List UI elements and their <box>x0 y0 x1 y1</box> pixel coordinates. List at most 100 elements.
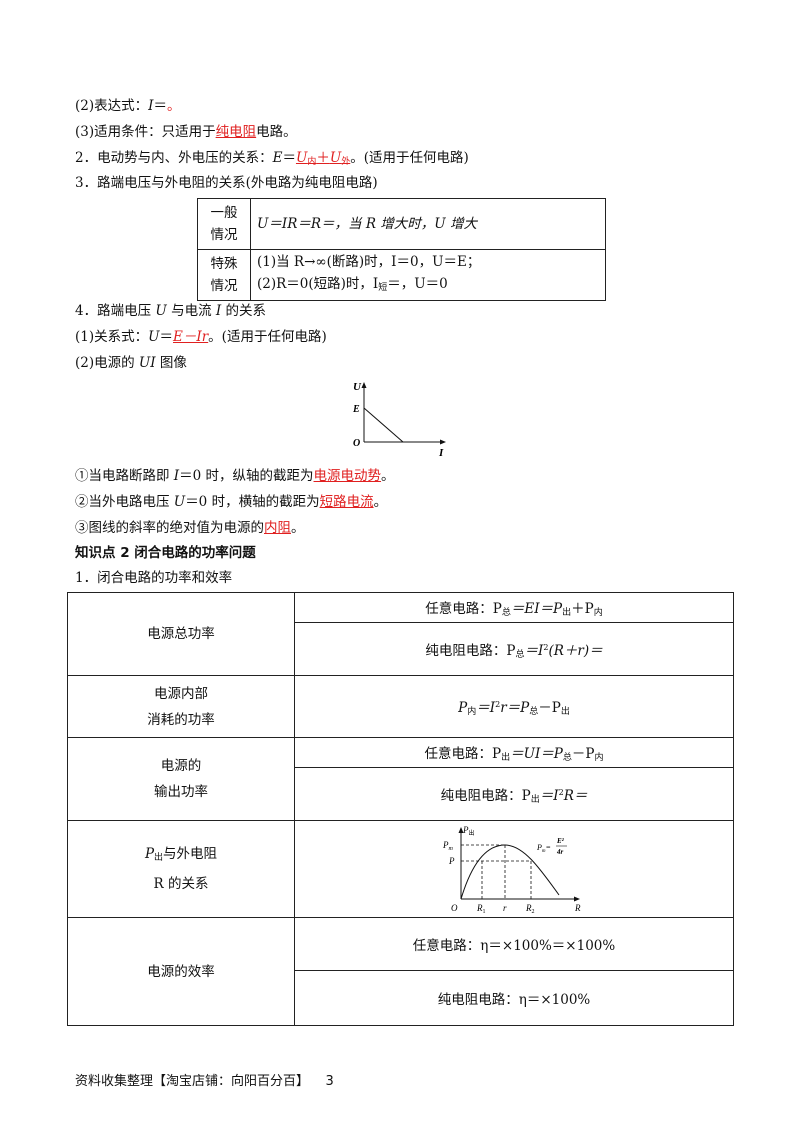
sub: 总 <box>515 649 525 660</box>
r1-label: R1 <box>476 903 486 915</box>
text: ＝I <box>476 700 496 716</box>
label-line: 情况 <box>210 278 238 294</box>
r1-letter: R <box>476 903 483 913</box>
text: (2)电源的 <box>75 355 139 371</box>
sub: 内 <box>307 157 317 167</box>
r2-label: R2 <box>525 903 535 915</box>
row-label: 电源的 输出功率 <box>67 737 295 821</box>
x-axis-label: R <box>574 903 581 913</box>
ui-line <box>363 407 404 443</box>
text: P <box>458 700 468 716</box>
note-1: ①当电路断路即 I＝0 时，纵轴的截距为电源电动势。 <box>75 467 395 485</box>
text: 纯电阻电路：P <box>425 642 516 659</box>
y-axis-letter: P <box>462 825 469 835</box>
sub: 出 <box>562 608 572 618</box>
var: I <box>173 468 180 484</box>
sub: 外 <box>341 157 351 167</box>
row-value: 纯电阻电路：P出＝I2R＝ <box>294 767 734 821</box>
row-label: 电源总功率 <box>67 592 295 676</box>
r2-sub: 2 <box>532 909 535 915</box>
eq: ＝ <box>159 329 174 345</box>
label: (2)表达式： <box>75 98 149 114</box>
text: ①当电路断路即 <box>75 468 174 484</box>
text: ＋P <box>571 601 594 617</box>
relation-line: (1)关系式：U＝E－Ir。(适用于任何电路) <box>75 328 327 346</box>
value-line: (1)当 R→∞(断路)时，I＝0，U＝E； <box>257 254 481 270</box>
row-value: (1)当 R→∞(断路)时，I＝0，U＝E； (2)R＝0(短路)时，I短＝，U… <box>250 249 606 301</box>
pm-formula-num: E² <box>556 837 565 845</box>
sub: 短 <box>378 283 388 293</box>
sub: 总 <box>501 608 511 618</box>
text: ②当外电路电压 <box>75 494 174 510</box>
condition-line: (3)适用条件：只适用于纯电阻电路。 <box>75 123 297 141</box>
power-resistance-graph: P出 Pm P O R1 r R2 R Pm= E² 4r <box>442 825 581 915</box>
formula-eq: = <box>546 843 551 852</box>
text: 与电流 <box>166 303 216 319</box>
label: (3)适用条件：只适用于 <box>75 124 216 140</box>
row-label: 电源的效率 <box>67 917 295 1026</box>
table-row: 纯电阻电路：P总＝I2(R＋r)＝ <box>68 622 734 676</box>
answer: E－Ir <box>173 329 209 345</box>
row-value: 任意电路：η＝×100%＝×100% <box>294 917 734 971</box>
x-axis-arrow <box>574 896 580 902</box>
label: 2．电动势与内、外电压的关系： <box>75 150 273 166</box>
sup: 2 <box>558 787 564 797</box>
origin-label: O <box>353 438 360 449</box>
answer: 纯电阻 <box>215 124 257 140</box>
var: E <box>272 150 283 166</box>
label-line: 情况 <box>210 227 238 243</box>
plus: ＋ <box>316 150 330 166</box>
row-value: P出 Pm P O R1 r R2 R Pm= E² 4r <box>294 820 734 918</box>
row-value: 纯电阻电路：P总＝I2(R＋r)＝ <box>294 622 734 676</box>
suffix: 。(适用于任何电路) <box>208 329 327 345</box>
text: (R＋r)＝ <box>548 642 603 659</box>
answer: 。 <box>166 98 181 114</box>
text: ＝UI＝P <box>510 746 563 762</box>
r-label: r <box>503 903 507 913</box>
row-value: U＝IR＝R＝，当 R 增大时，U 增大 <box>250 198 606 250</box>
y-axis-label: P出 <box>462 825 475 837</box>
footer-source: 资料收集整理【淘宝店铺：向阳百分百】 <box>75 1074 310 1089</box>
origin-label: O <box>451 903 458 913</box>
sub: 出 <box>501 753 511 763</box>
text: R＝ <box>563 787 588 804</box>
ui-graph-title: (2)电源的 UI 图像 <box>75 354 187 372</box>
formula-p: P <box>536 843 542 852</box>
sub: 内 <box>467 707 477 717</box>
label-line: 一般 <box>210 205 238 221</box>
page-footer: 资料收集整理【淘宝店铺：向阳百分百】 3 <box>75 1070 334 1089</box>
table-row: 特殊 情况 (1)当 R→∞(断路)时，I＝0，U＝E； (2)R＝0(短路)时… <box>197 249 606 301</box>
answer: 电源电动势 <box>313 468 382 484</box>
var: I <box>148 98 154 114</box>
text: 纯电阻电路：P <box>440 787 531 804</box>
var: UI <box>138 355 156 371</box>
label-line: 电源的 <box>160 758 202 774</box>
e-intercept-label: E <box>352 404 360 415</box>
text: －P <box>571 746 595 762</box>
var: U <box>329 150 342 166</box>
var: U <box>295 150 308 166</box>
text: 任意电路：P <box>425 601 502 617</box>
label-line: 消耗的功率 <box>147 711 215 728</box>
text: －P <box>538 700 561 716</box>
row-value: 任意电路：P总＝EI＝P出＋P内 <box>294 592 734 623</box>
row-label: 特殊 情况 <box>197 249 251 301</box>
text: 。 <box>373 494 388 510</box>
text: 任意电路：P <box>424 746 502 762</box>
row-label: 一般 情况 <box>197 198 251 250</box>
r2-letter: R <box>525 903 532 913</box>
table-row: 电源总功率 任意电路：P总＝EI＝P出＋P内 <box>67 592 734 676</box>
text: ＝0 时，横轴的截距为 <box>185 494 320 510</box>
text: (2)R＝0(短路)时，I <box>257 276 379 292</box>
note-2: ②当外电路电压 U＝0 时，横轴的截距为短路电流。 <box>75 493 387 511</box>
table-row: 纯电阻电路：P出＝I2R＝ <box>68 767 734 821</box>
power-table: 电源总功率 任意电路：P总＝EI＝P出＋P内 纯电阻电路：P总＝I2(R＋r)＝… <box>67 592 734 1026</box>
label-line: 特殊 <box>210 256 238 272</box>
x-axis-label: I <box>438 447 444 459</box>
expression-line: (2)表达式：I＝。 <box>75 97 180 115</box>
pm-label: Pm <box>442 840 454 852</box>
section-1-title: 1．闭合电路的功率和效率 <box>75 570 233 586</box>
table-row: 纯电阻电路：η＝×100% <box>68 970 734 1026</box>
ui-graph: U I O E <box>352 381 446 459</box>
text: 图像 <box>155 355 187 371</box>
